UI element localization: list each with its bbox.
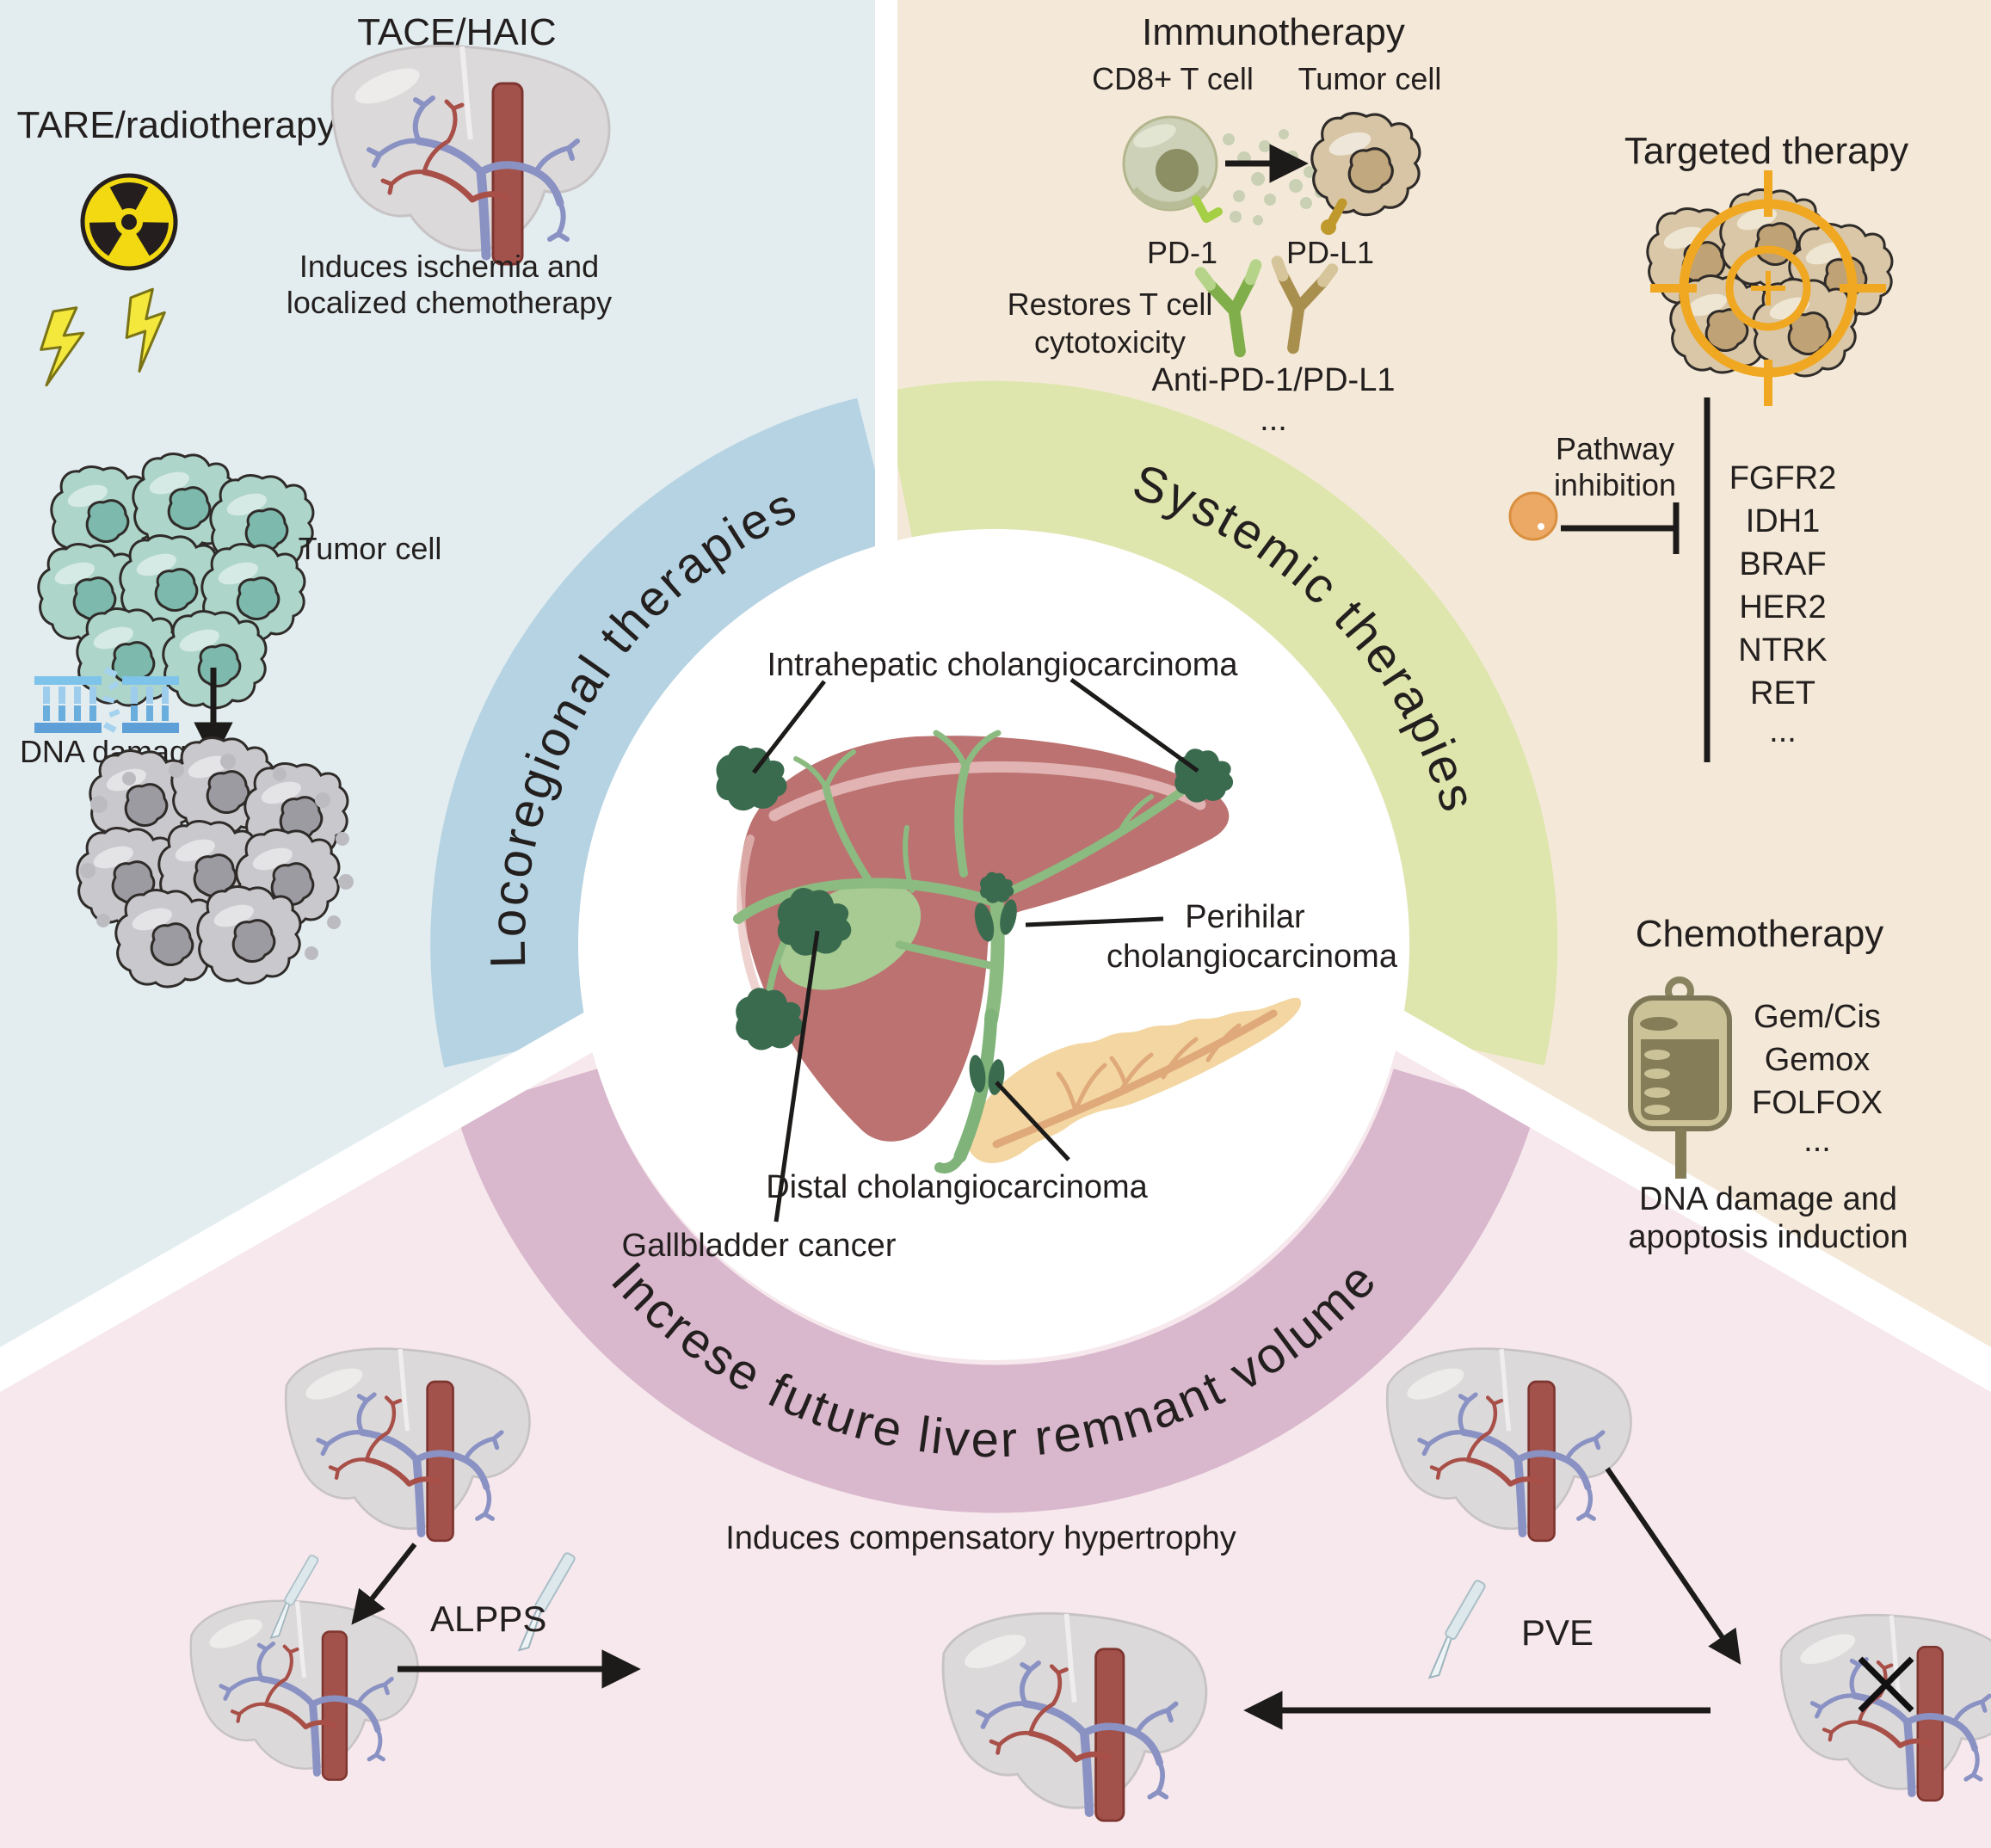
cd8-tcell-label: CD8+ T cell (1092, 61, 1254, 96)
gene-item: RET (1750, 675, 1815, 711)
anti-pd1-pdl1-label: Anti-PD-1/PD-L1 (1152, 362, 1396, 398)
inhibitor-drug-icon (1508, 491, 1558, 541)
regimen-list: Gem/Cis Gemox FOLFOX ... (1752, 999, 1883, 1159)
regimen-item: Gemox (1765, 1042, 1870, 1078)
perihilar-label-line1: Perihilar (1185, 899, 1305, 935)
gene-item: BRAF (1739, 546, 1826, 582)
chemotherapy-title: Chemotherapy (1636, 913, 1884, 955)
immuno-ellipsis: ... (1260, 402, 1287, 438)
perihilar-tumor (974, 902, 995, 942)
tumor-cell-label: Tumor cell (299, 531, 442, 566)
immunotherapy-section: Immunotherapy CD8+ T cell Tumor cell PD-… (1008, 11, 1442, 438)
liver-highlight (768, 761, 1206, 822)
duct-tip (934, 1151, 965, 1173)
gene-item: ... (1769, 713, 1797, 749)
pve-arrow (1605, 1467, 1741, 1665)
alpps-arrow (351, 1543, 417, 1625)
apoptosis-debris-dots (80, 754, 354, 960)
immuno-tumor-cell-illustration (1310, 112, 1421, 217)
flr-arc (455, 1069, 1536, 1513)
flr-section: Induces compensatory hypertrophy ALPPS P… (191, 1349, 1991, 1821)
gene-item: IDH1 (1746, 503, 1821, 539)
gene-list: FGFR2 IDH1 BRAF HER2 NTRK RET ... (1729, 460, 1837, 749)
center-anatomy: Intrahepatic cholangiocarcinoma Perihila… (622, 647, 1398, 1264)
immuno-tumor-cell-label: Tumor cell (1298, 61, 1442, 96)
lightning-icon (40, 287, 166, 387)
systemic-arc (883, 380, 1558, 1066)
gallbladder-label: Gallbladder cancer (622, 1228, 897, 1264)
gene-item: FGFR2 (1729, 460, 1837, 496)
regimen-item: Gem/Cis (1754, 999, 1881, 1035)
distal-leader (995, 1081, 1070, 1161)
crosshair-target-icon (1650, 170, 1886, 406)
targeted-therapy-section: Targeted therapy Pathway inhibition FGFR… (1508, 130, 1908, 762)
pd1-receptor-icon (1192, 195, 1223, 223)
pd1-label: PD-1 (1147, 235, 1217, 270)
intrahepatic-leader-left (752, 680, 826, 774)
pancreas-veins (992, 1009, 1278, 1149)
tace-caption-line2: localized chemotherapy (287, 285, 612, 320)
intrahepatic-leader-right (1069, 677, 1199, 773)
pve-label: PVE (1521, 1612, 1593, 1653)
immunotherapy-title: Immunotherapy (1142, 11, 1405, 53)
perihilar-tumor (1000, 899, 1017, 935)
targeted-title: Targeted therapy (1624, 130, 1908, 172)
gallbladder-leader (774, 930, 820, 1223)
radiation-icon (80, 173, 178, 271)
bile-duct-tree (733, 730, 1207, 1026)
gene-item: NTRK (1738, 632, 1827, 668)
intrahepatic-label: Intrahepatic cholangiocarcinoma (767, 647, 1238, 683)
flr-caption: Induces compensatory hypertrophy (725, 1520, 1236, 1556)
pdl1-knob-icon (1321, 219, 1336, 235)
tumor-cell-cluster (37, 453, 315, 710)
regimen-item: ... (1803, 1123, 1831, 1159)
inhibition-tbar (1561, 502, 1680, 554)
restores-line2: cytotoxicity (1034, 324, 1186, 360)
distal-label: Distal cholangiocarcinoma (766, 1169, 1148, 1205)
restores-line1: Restores T cell (1008, 286, 1213, 322)
common-bile-duct (953, 1008, 998, 1163)
pathway-line2: inhibition (1554, 467, 1676, 502)
regimen-item: FOLFOX (1752, 1085, 1883, 1121)
tace-caption-line1: Induces ischemia and (299, 249, 599, 284)
dna-icon (34, 667, 179, 733)
locoregional-arc (430, 397, 894, 1068)
alpps-label: ALPPS (430, 1599, 546, 1639)
perihilar-label-line2: cholangiocarcinoma (1106, 939, 1398, 975)
chemo-caption-line2: apoptosis induction (1628, 1219, 1908, 1255)
cd8-tcell-illustration (1122, 115, 1223, 223)
tumor-nodules (716, 745, 1234, 1095)
chemotherapy-section: Chemotherapy Gem/Cis Gemox FOLFOX ... DN… (1628, 913, 1908, 1255)
iv-bag-icon (1628, 976, 1732, 1179)
perihilar-leader (1025, 916, 1164, 927)
pve-occlusion-x-mark (1858, 1656, 1914, 1713)
distal-tumor (969, 1055, 986, 1093)
locoregional-section: TARE/radiotherapy TACE/HAIC Induces isch… (17, 11, 613, 989)
locoregional-background (0, 0, 875, 1347)
gene-item: HER2 (1739, 589, 1826, 625)
dead-cell-cluster (76, 736, 349, 989)
tare-title: TARE/radiotherapy (17, 104, 336, 146)
pdl1-ligand-icon (1327, 198, 1347, 227)
pathway-line1: Pathway (1556, 431, 1674, 466)
separator-band-top (875, 0, 897, 602)
chemo-caption-line1: DNA damage and (1639, 1181, 1897, 1217)
